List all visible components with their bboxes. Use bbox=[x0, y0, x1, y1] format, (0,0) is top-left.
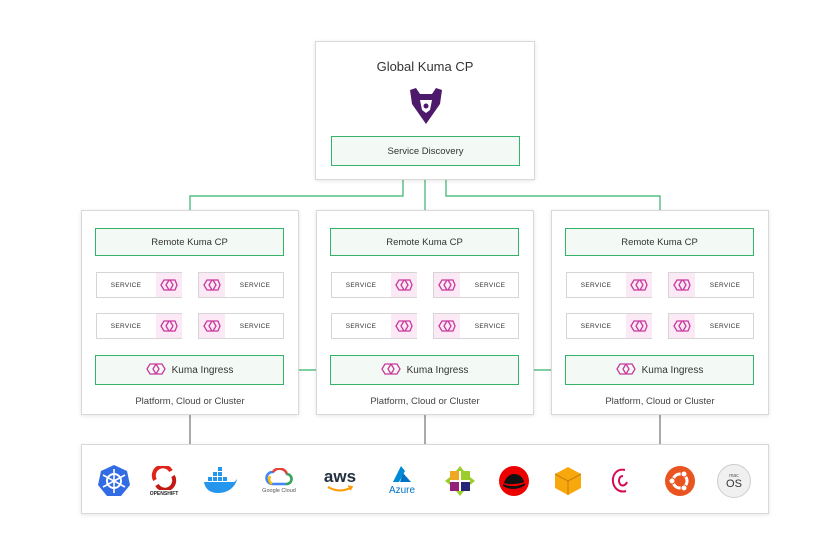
platform-label-1: Platform, Cloud or Cluster bbox=[135, 396, 245, 407]
platform-label-3: Platform, Cloud or Cluster bbox=[605, 396, 715, 407]
service-label: SERVICE bbox=[709, 281, 741, 289]
service-label: SERVICE bbox=[474, 281, 506, 289]
proxy-icon bbox=[199, 314, 225, 338]
service-3-2: SERVICE bbox=[668, 272, 754, 298]
amazon-ec2-logo-icon bbox=[548, 461, 588, 501]
azure-logo-icon: Azure bbox=[382, 461, 422, 501]
google-cloud-logo-icon: Google Cloud bbox=[259, 461, 299, 501]
openshift-logo-icon: OPENSHIFT bbox=[144, 461, 184, 501]
ingress-label: Kuma Ingress bbox=[171, 364, 234, 376]
aws-logo-icon: aws bbox=[320, 461, 360, 501]
service-2-2: SERVICE bbox=[433, 272, 519, 298]
service-3-4: SERVICE bbox=[668, 313, 754, 339]
infrastructure-logos-bar: OPENSHIFT Google Cloud aws Azure mac OS bbox=[81, 444, 769, 514]
global-cp-title: Global Kuma CP bbox=[376, 59, 474, 74]
kuma-bear-icon bbox=[406, 86, 446, 126]
macos-bottom-text: OS bbox=[726, 477, 742, 490]
centos-logo-icon bbox=[440, 461, 480, 501]
macos-logo-icon: mac OS bbox=[714, 461, 754, 501]
remote-kuma-cp-1: Remote Kuma CP bbox=[95, 228, 284, 256]
proxy-icon bbox=[669, 273, 695, 297]
service-2-1: SERVICE bbox=[331, 272, 417, 298]
proxy-icon bbox=[156, 273, 182, 297]
azure-text: Azure bbox=[388, 485, 416, 496]
service-label: SERVICE bbox=[239, 322, 271, 330]
service-2-3: SERVICE bbox=[331, 313, 417, 339]
service-3-3: SERVICE bbox=[566, 313, 652, 339]
global-kuma-cp: Global Kuma CP Service Discovery bbox=[315, 41, 535, 180]
service-label: SERVICE bbox=[580, 281, 612, 289]
proxy-icon bbox=[391, 314, 417, 338]
proxy-icon bbox=[156, 314, 182, 338]
service-1-1: SERVICE bbox=[96, 272, 182, 298]
proxy-icon bbox=[199, 273, 225, 297]
service-label: SERVICE bbox=[709, 322, 741, 330]
kuma-ingress-2: Kuma Ingress bbox=[330, 355, 519, 385]
service-label: SERVICE bbox=[110, 322, 142, 330]
proxy-icon bbox=[434, 314, 460, 338]
docker-logo-icon bbox=[200, 461, 240, 501]
google-cloud-text: Google Cloud bbox=[262, 488, 296, 494]
service-1-3: SERVICE bbox=[96, 313, 182, 339]
ingress-icon bbox=[145, 362, 166, 379]
macos-top-text: mac bbox=[729, 472, 739, 479]
platform-label-2: Platform, Cloud or Cluster bbox=[370, 396, 480, 407]
proxy-icon bbox=[626, 273, 652, 297]
service-label: SERVICE bbox=[474, 322, 506, 330]
service-label: SERVICE bbox=[239, 281, 271, 289]
service-2-4: SERVICE bbox=[433, 313, 519, 339]
service-1-2: SERVICE bbox=[198, 272, 284, 298]
proxy-icon bbox=[391, 273, 417, 297]
ingress-icon bbox=[380, 362, 401, 379]
proxy-icon bbox=[669, 314, 695, 338]
ingress-label: Kuma Ingress bbox=[406, 364, 469, 376]
service-label: SERVICE bbox=[345, 281, 377, 289]
proxy-icon bbox=[434, 273, 460, 297]
service-label: SERVICE bbox=[580, 322, 612, 330]
proxy-icon bbox=[626, 314, 652, 338]
aws-text: aws bbox=[323, 467, 357, 486]
ingress-label: Kuma Ingress bbox=[641, 364, 704, 376]
ingress-icon bbox=[615, 362, 636, 379]
service-discovery-box: Service Discovery bbox=[331, 136, 520, 166]
debian-logo-icon bbox=[602, 461, 642, 501]
ubuntu-logo-icon bbox=[660, 461, 700, 501]
kubernetes-logo-icon bbox=[94, 461, 134, 501]
service-1-4: SERVICE bbox=[198, 313, 284, 339]
remote-kuma-cp-2: Remote Kuma CP bbox=[330, 228, 519, 256]
openshift-text: OPENSHIFT bbox=[149, 490, 179, 497]
service-3-1: SERVICE bbox=[566, 272, 652, 298]
remote-kuma-cp-3: Remote Kuma CP bbox=[565, 228, 754, 256]
service-label: SERVICE bbox=[110, 281, 142, 289]
kuma-ingress-1: Kuma Ingress bbox=[95, 355, 284, 385]
redhat-logo-icon bbox=[494, 461, 534, 501]
kuma-ingress-3: Kuma Ingress bbox=[565, 355, 754, 385]
service-label: SERVICE bbox=[345, 322, 377, 330]
